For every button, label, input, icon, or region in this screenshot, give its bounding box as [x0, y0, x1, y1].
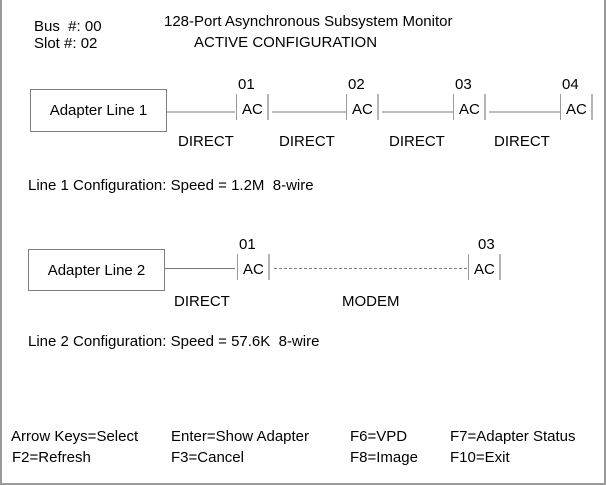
port-right-bar: [591, 94, 593, 120]
line1-port-02[interactable]: 02 AC: [346, 76, 382, 122]
port-left-bar: [560, 94, 561, 120]
line1-connection-1: [167, 111, 235, 113]
line1-connection-3: [382, 111, 453, 113]
port-left-bar: [453, 94, 454, 120]
page-subtitle: ACTIVE CONFIGURATION: [194, 34, 378, 51]
line1-configuration: Line 1 Configuration: Speed = 1.2M 8-wir…: [28, 177, 314, 194]
port-left-bar: [236, 94, 237, 120]
f3-cancel[interactable]: F3=Cancel: [171, 449, 244, 466]
adapter-line-2-label: Adapter Line 2: [47, 261, 146, 279]
port-right-bar: [499, 254, 501, 280]
port-right-bar: [268, 254, 270, 280]
port-left-bar: [346, 94, 347, 120]
line1-connection-4: [489, 111, 560, 113]
line2-connection-type-2: MODEM: [342, 293, 400, 310]
port-right-bar: [267, 94, 269, 120]
line1-connection-2: [272, 111, 346, 113]
f6-vpd[interactable]: F6=VPD: [350, 428, 408, 445]
page-title: 128-Port Asynchronous Subsystem Monitor: [164, 13, 453, 30]
port-number: 03: [455, 76, 472, 93]
port-left-bar: [237, 254, 238, 280]
adapter-line-2-box[interactable]: Adapter Line 2: [28, 249, 165, 291]
line2-configuration: Line 2 Configuration: Speed = 57.6K 8-wi…: [28, 333, 320, 350]
port-number: 02: [348, 76, 365, 93]
f10-exit[interactable]: F10=Exit: [450, 449, 510, 466]
port-left-bar: [468, 254, 469, 280]
f8-image[interactable]: F8=Image: [350, 449, 418, 466]
bus-number: Bus #: 00: [34, 18, 102, 35]
line1-port-04[interactable]: 04 AC: [560, 76, 596, 122]
line1-port-01[interactable]: 01 AC: [236, 76, 272, 122]
line1-connection-type-1: DIRECT: [178, 133, 234, 150]
port-status: AC: [352, 101, 373, 118]
adapter-line-1-label: Adapter Line 1: [49, 102, 148, 119]
f2-refresh[interactable]: F2=Refresh: [12, 449, 91, 466]
f7-adapter-status[interactable]: F7=Adapter Status: [450, 428, 576, 445]
port-number: 01: [239, 236, 256, 253]
line1-connection-type-3: DIRECT: [389, 133, 445, 150]
enter-show-adapter[interactable]: Enter=Show Adapter: [171, 428, 310, 445]
port-number: 03: [478, 236, 495, 253]
line2-connection-type-1: DIRECT: [174, 293, 230, 310]
port-right-bar: [484, 94, 486, 120]
line2-port-03[interactable]: 03 AC: [468, 236, 504, 282]
port-status: AC: [243, 261, 264, 278]
port-status: AC: [566, 101, 587, 118]
line1-port-03[interactable]: 03 AC: [453, 76, 489, 122]
port-number: 01: [238, 76, 255, 93]
port-number: 04: [562, 76, 579, 93]
port-right-bar: [377, 94, 379, 120]
slot-number: Slot #: 02: [34, 35, 98, 52]
port-status: AC: [459, 101, 480, 118]
adapter-line-1-box[interactable]: Adapter Line 1: [30, 89, 167, 132]
line2-connection-modem: [274, 268, 467, 269]
port-status: AC: [242, 101, 263, 118]
arrow-keys-select[interactable]: Arrow Keys=Select: [11, 428, 139, 445]
line1-connection-type-4: DIRECT: [494, 133, 550, 150]
line2-port-01[interactable]: 01 AC: [237, 236, 273, 282]
line2-connection-direct: [165, 268, 235, 269]
line1-connection-type-2: DIRECT: [279, 133, 335, 150]
port-status: AC: [474, 261, 495, 278]
